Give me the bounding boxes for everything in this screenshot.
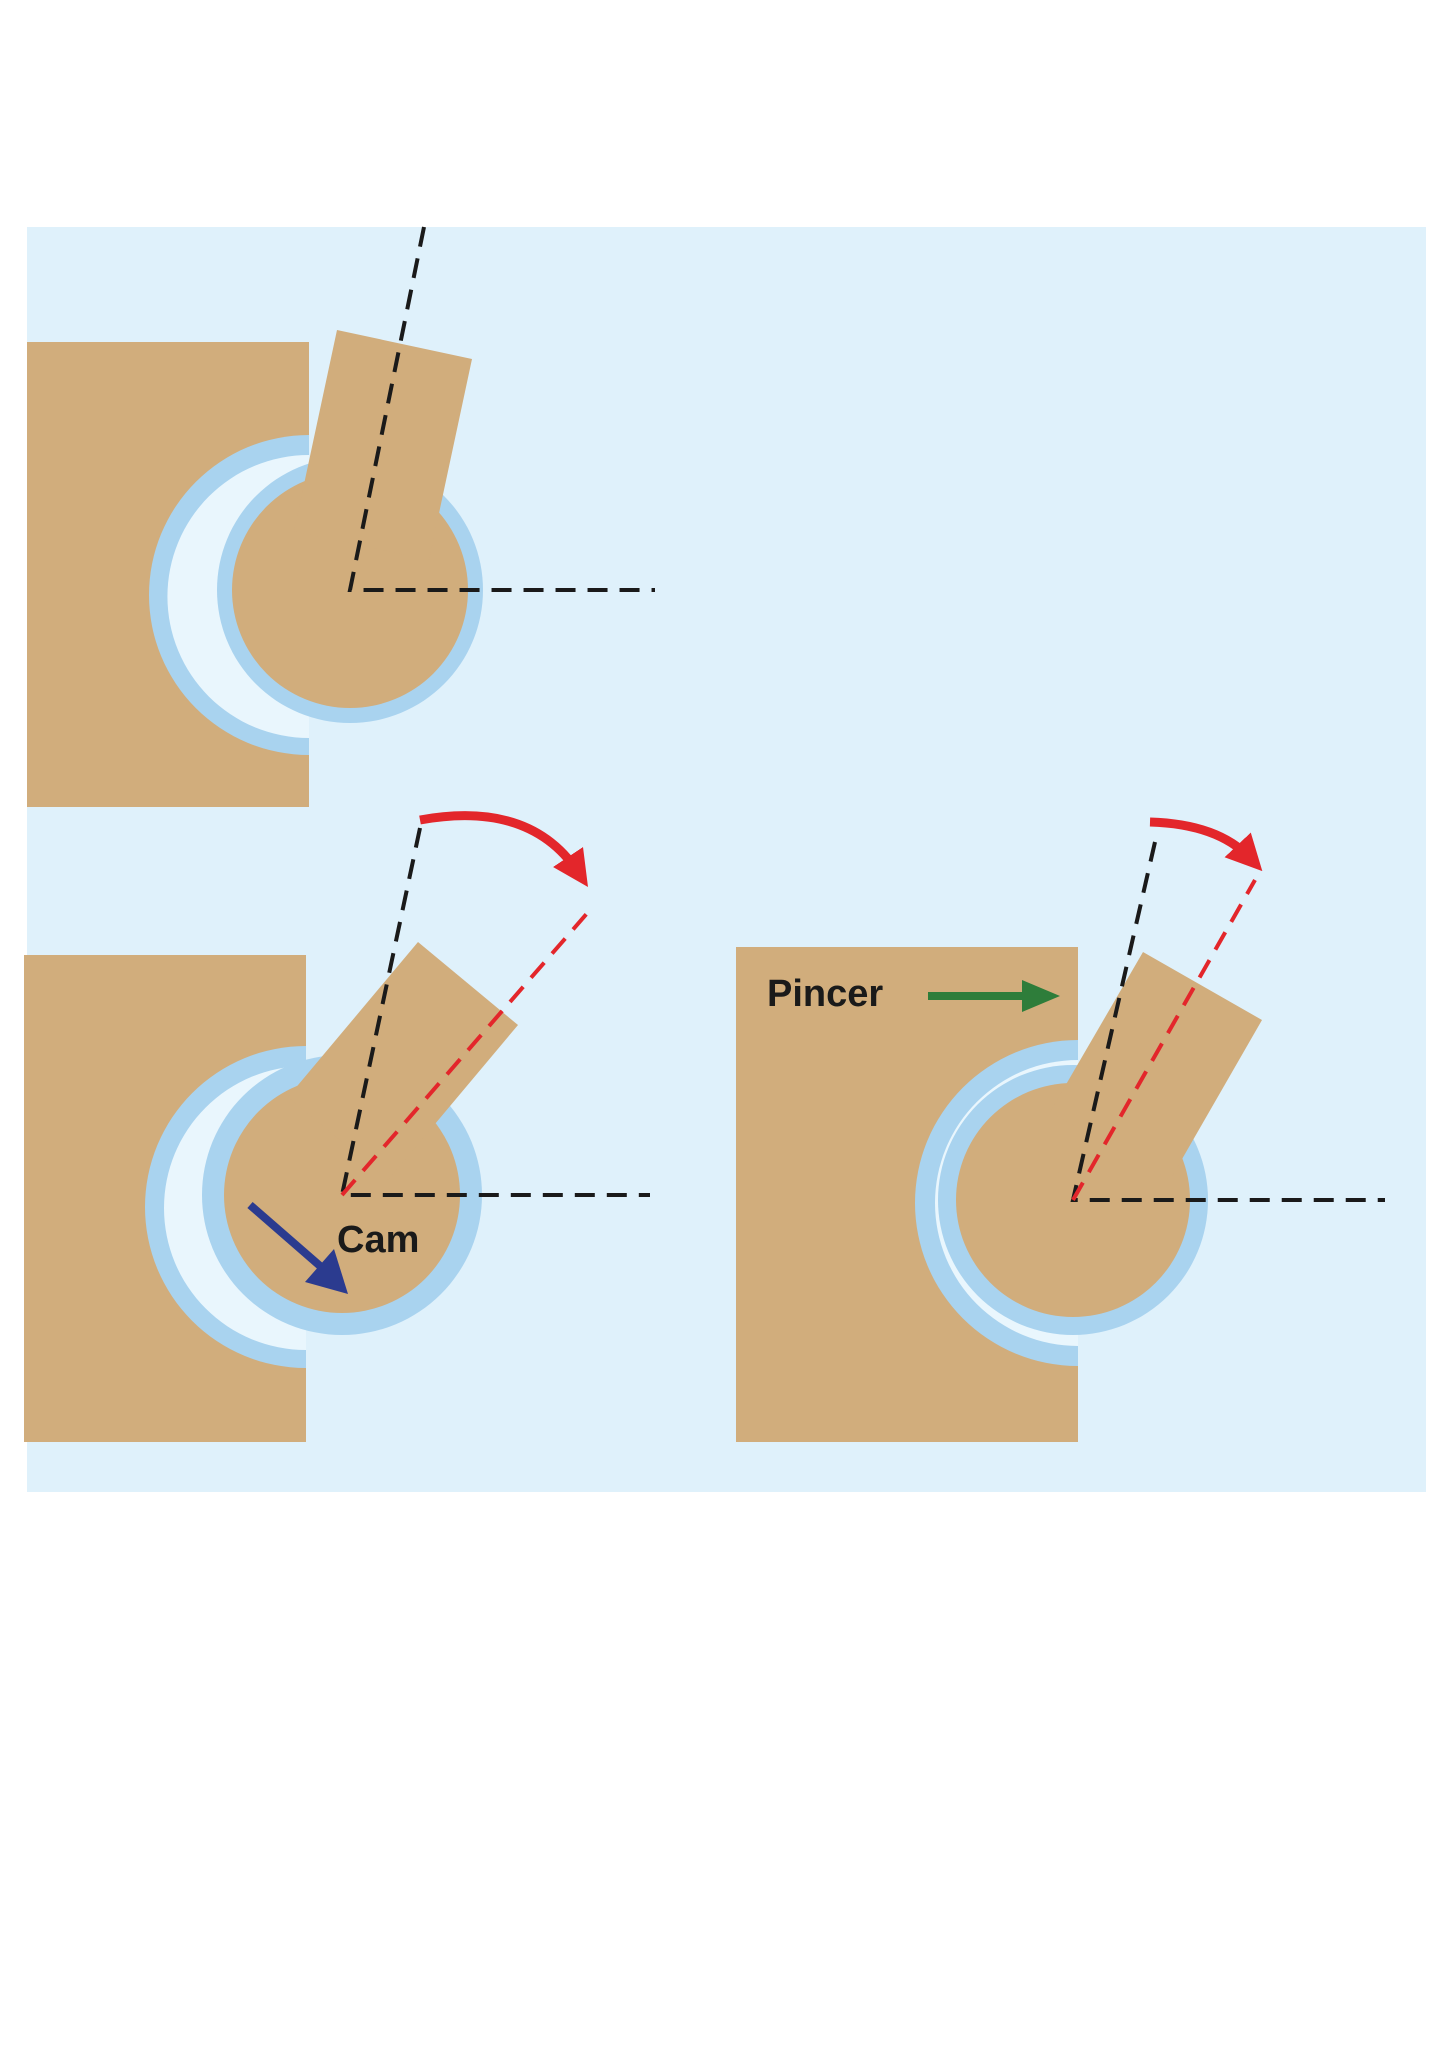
arrow-down-right-icon	[247, 1201, 348, 1294]
reference-lines	[339, 827, 650, 1197]
normal-hip	[27, 226, 655, 807]
arrow-right-icon	[928, 980, 1060, 1012]
femoral-neck	[1050, 952, 1262, 1180]
femoral-neck	[294, 330, 472, 560]
pincer-hip: Pincer	[736, 817, 1385, 1442]
curved-arrow-clockwise-icon	[1149, 817, 1263, 872]
curved-arrow-clockwise-icon	[419, 811, 588, 887]
femoral-neck	[288, 942, 518, 1180]
cam-label: Cam	[337, 1219, 419, 1261]
rotated-axis-line	[1071, 879, 1257, 1201]
cam-hip: Cam	[24, 811, 650, 1442]
reference-lines	[347, 226, 655, 592]
pincer-label: Pincer	[767, 973, 883, 1015]
